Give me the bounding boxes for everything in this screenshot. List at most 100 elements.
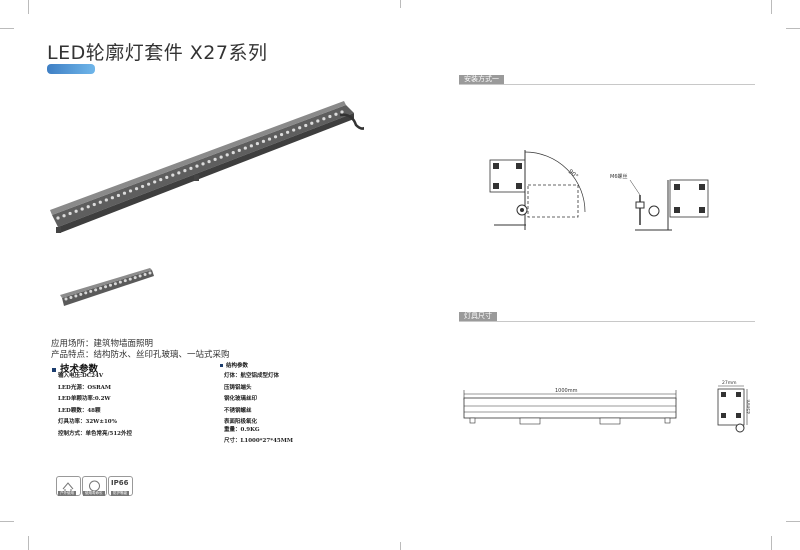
led-dot xyxy=(243,146,247,150)
screw-label: M6螺丝 xyxy=(610,173,628,180)
dimension-diagram: 1000mm 27mm 45mm xyxy=(463,380,752,433)
bullet-icon xyxy=(52,367,56,372)
spec-item: LED颗数：48颗 xyxy=(58,407,101,414)
led-dot xyxy=(94,288,98,292)
crop-mark xyxy=(400,542,401,550)
crop-mark xyxy=(786,521,800,522)
led-dot xyxy=(225,153,229,157)
ip-rating-text: IP66 xyxy=(111,479,129,487)
led-dot xyxy=(128,277,132,281)
led-dot xyxy=(189,166,193,170)
led-dot xyxy=(134,187,139,191)
led-dot xyxy=(286,130,290,134)
spec-item: LED光源：OSRAM xyxy=(58,384,112,391)
width-label: 27mm xyxy=(722,380,737,386)
crop-mark xyxy=(0,521,14,522)
led-dot xyxy=(201,162,205,166)
product-image xyxy=(50,101,364,233)
led-dot xyxy=(80,207,84,211)
led-dot xyxy=(334,112,338,116)
icon-caption: 户外使用 xyxy=(58,491,76,496)
led-dot xyxy=(69,295,73,299)
crop-mark xyxy=(786,28,800,29)
led-dot xyxy=(104,198,108,202)
led-dot xyxy=(177,171,181,175)
page-title: LED轮廓灯套件 X27系列 xyxy=(47,42,268,64)
led-dot xyxy=(98,200,102,204)
spec-item: 灯具功率：32W±10% xyxy=(58,419,117,425)
led-dot xyxy=(74,294,78,298)
spec-item: 压铸铝端头 xyxy=(224,384,252,391)
led-dot xyxy=(195,164,199,168)
led-dot xyxy=(92,202,96,207)
led-dot xyxy=(255,141,260,146)
led-dot xyxy=(79,292,83,296)
led-dot xyxy=(89,289,93,293)
section-install-tag: 安装方式一 xyxy=(459,75,504,84)
spec-item: LED单颗功率:0.2W xyxy=(58,396,111,402)
spec-item: 不锈钢螺丝 xyxy=(224,407,252,414)
led-dot xyxy=(128,189,133,193)
crop-mark xyxy=(28,0,29,14)
led-dot xyxy=(328,114,332,119)
structure-heading: 结构参数 xyxy=(220,361,248,372)
icon-caption: 防护等级 xyxy=(111,491,129,496)
led-dot xyxy=(292,128,296,132)
led-dot xyxy=(298,126,302,130)
led-dot xyxy=(207,160,211,164)
led-dot xyxy=(310,121,314,125)
led-dot xyxy=(110,196,114,200)
led-dot xyxy=(165,175,169,180)
led-dot xyxy=(99,286,103,290)
led-dot xyxy=(304,123,308,128)
spec-item: 控制方式：单色常亮/512外控 xyxy=(58,430,132,437)
led-dot xyxy=(64,297,68,301)
spec-item: 灯体：航空铝成型灯体 xyxy=(224,373,280,379)
led-dot xyxy=(147,182,151,186)
crop-mark xyxy=(771,536,772,550)
led-dot xyxy=(322,117,326,121)
led-dot xyxy=(68,211,72,216)
led-dot xyxy=(74,209,78,213)
led-dot xyxy=(104,285,108,289)
led-dot xyxy=(183,169,187,173)
section-divider xyxy=(459,84,755,85)
spec-heading: 技术参数 xyxy=(52,361,98,375)
application-place: 应用场所：建筑物墙面照明 xyxy=(51,339,154,349)
spec-item: 表面阳极氧化 xyxy=(224,419,258,425)
crop-mark xyxy=(0,28,14,29)
led-dot xyxy=(279,132,284,137)
led-dot xyxy=(340,110,344,114)
crop-mark xyxy=(28,536,29,550)
product-closeup-image xyxy=(60,268,154,306)
led-dot xyxy=(133,276,137,280)
led-dot xyxy=(153,180,157,184)
led-dot xyxy=(140,184,145,189)
section-size-tag: 灯具尺寸 xyxy=(459,312,497,321)
spec-item: 钢化玻璃丝印 xyxy=(224,396,258,402)
spec-weight: 重量：0.9KG xyxy=(224,427,260,433)
led-dot xyxy=(261,139,266,143)
product-features: 产品特点：结构防水、丝印孔玻璃、一站式采购 xyxy=(51,350,230,360)
bullet-icon xyxy=(220,364,223,367)
led-dot xyxy=(219,155,223,159)
led-dot xyxy=(62,214,66,218)
led-dot xyxy=(113,282,117,286)
led-dot xyxy=(267,137,272,141)
led-dot xyxy=(123,279,127,283)
led-dot xyxy=(159,178,163,182)
led-dot xyxy=(122,191,127,195)
led-dot xyxy=(148,271,152,275)
crop-mark xyxy=(771,0,772,14)
led-dot xyxy=(143,273,147,277)
led-dot xyxy=(249,144,253,148)
led-dot xyxy=(116,193,121,198)
led-dot xyxy=(138,274,142,278)
led-dot xyxy=(237,148,241,152)
led-dot xyxy=(86,205,90,209)
led-dot xyxy=(118,280,122,284)
spec-item: 输入电压:DC24V xyxy=(58,373,104,379)
install-diagram: 90° M6螺丝 xyxy=(489,150,709,231)
section-divider xyxy=(459,321,755,322)
angle-label: 90° xyxy=(567,168,580,180)
